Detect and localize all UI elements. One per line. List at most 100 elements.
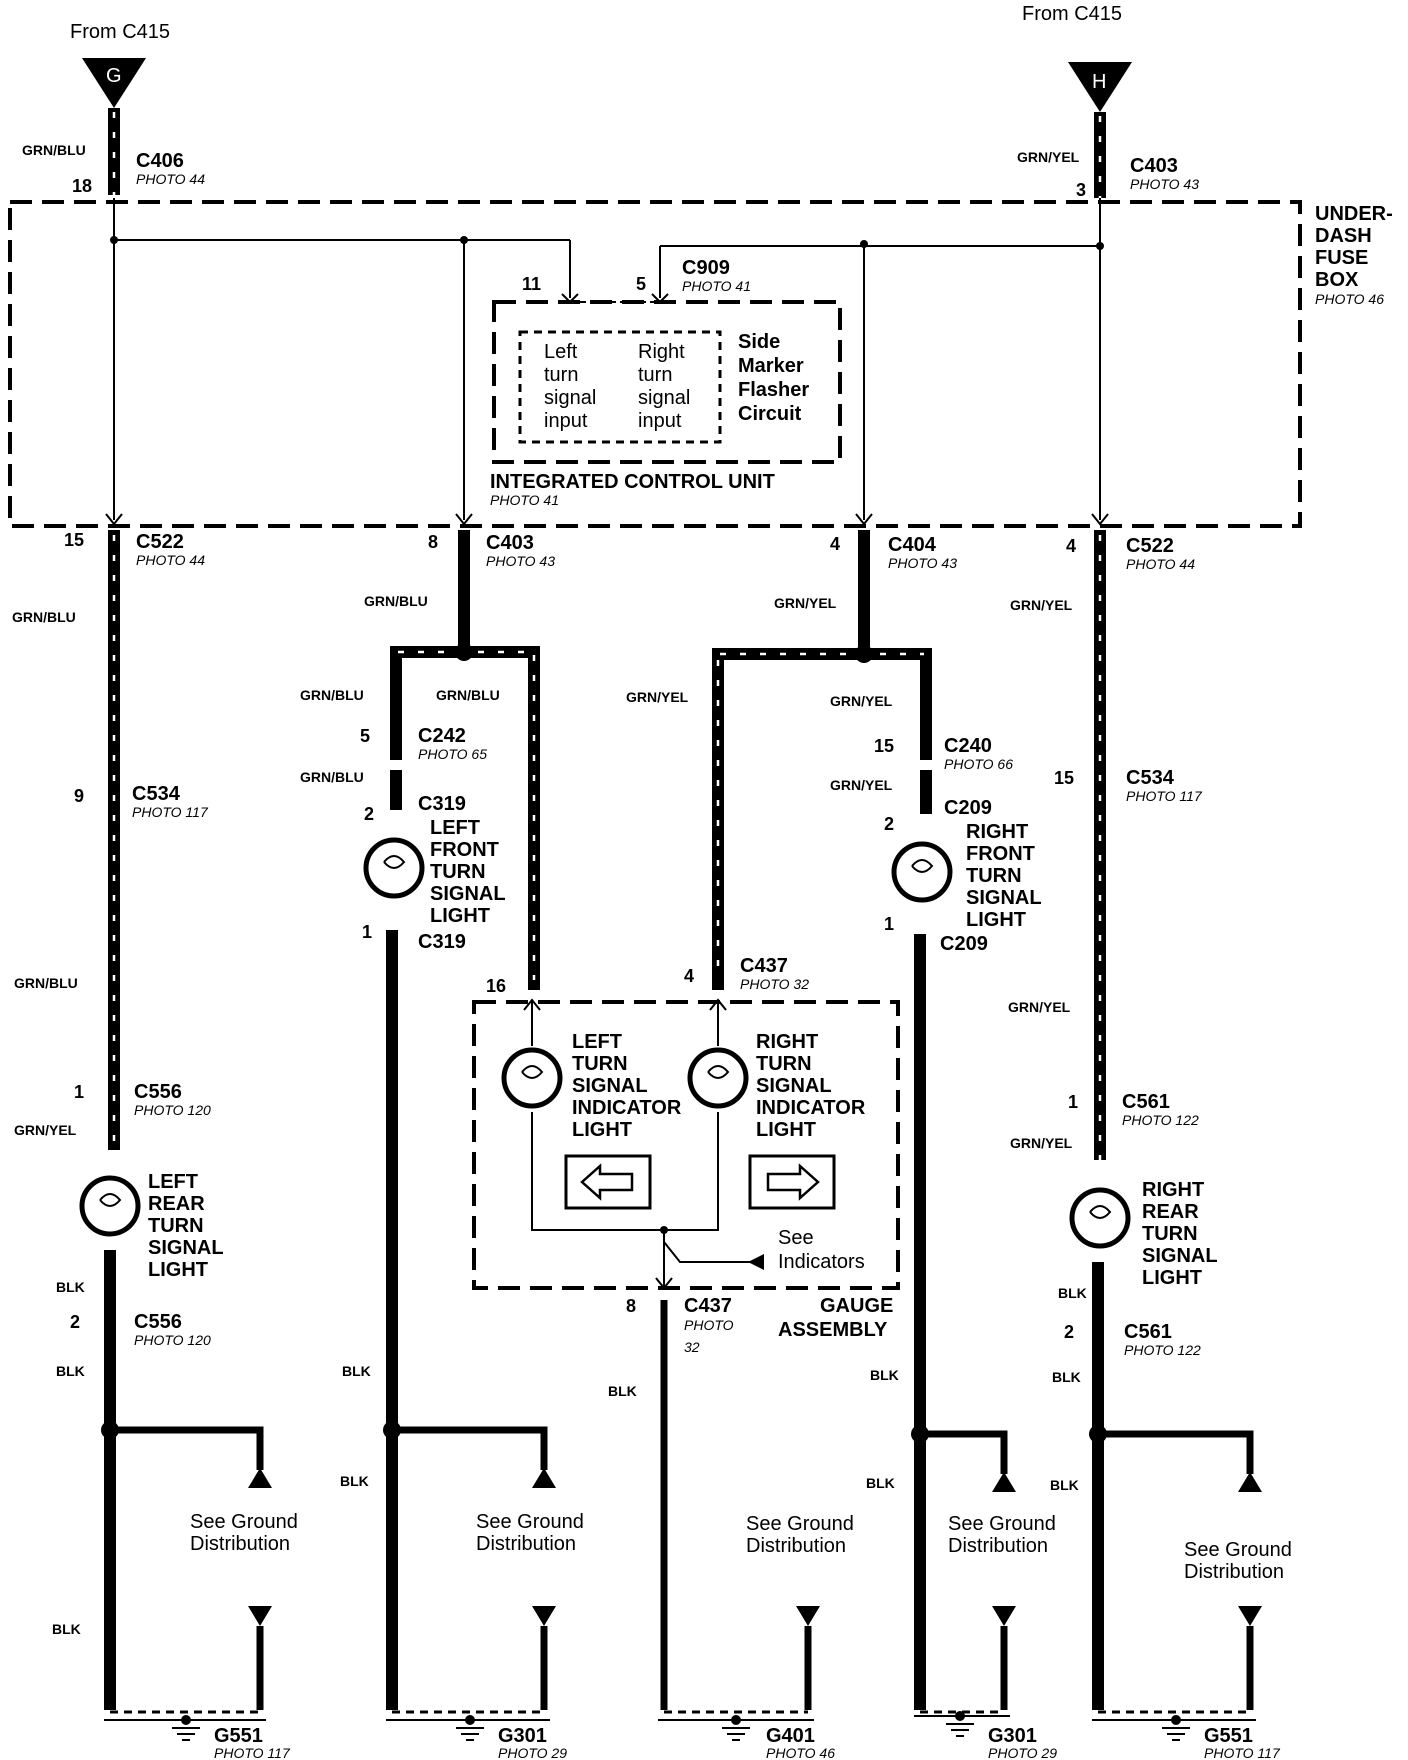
ground-g301-right: G301 (988, 1725, 1037, 1747)
connector-c534-left-photo: PHOTO 117 (132, 804, 209, 820)
circuit-left-front (386, 530, 540, 1710)
source-h-triangle (1068, 62, 1132, 112)
ground-g551-right: G551 (1204, 1725, 1253, 1747)
left-front-lamp-line4: SIGNAL (430, 883, 506, 905)
left-rear-lamp-line4: SIGNAL (148, 1237, 224, 1259)
right-arrow-icon (766, 1163, 820, 1201)
fuse-box-outline (8, 200, 1302, 528)
source-h-letter: H (1092, 71, 1106, 93)
ground-g301-left: G301 (498, 1725, 547, 1747)
pin-c403-top: 3 (1076, 180, 1086, 200)
connector-c242: C242 (418, 725, 466, 747)
left-rear-lamp-line2: REAR (148, 1193, 205, 1215)
left-indicator-line4: INDICATOR (572, 1097, 682, 1119)
connector-c522-right: C522 (1126, 535, 1174, 557)
ground-bottom-connections (104, 1710, 1256, 1721)
right-front-lamp-line5: LIGHT (966, 909, 1026, 931)
right-indicator-line4: INDICATOR (756, 1097, 866, 1119)
connector-c209-top: C209 (944, 797, 992, 819)
icu-left-input-line2: turn (544, 364, 578, 386)
connector-c534-right: C534 (1126, 767, 1175, 789)
wire-label-left-rear-3: GRN/YEL (14, 1122, 77, 1138)
right-front-lamp-line3: TURN (966, 865, 1022, 887)
lamp-filament (1089, 1205, 1112, 1219)
circuit-right-rear (1092, 530, 1106, 1710)
left-front-lamp-line2: FRONT (430, 839, 499, 861)
connector-c909-photo: PHOTO 41 (682, 278, 751, 294)
left-front-lamp-label: LEFT FRONT TURN SIGNAL LIGHT (430, 817, 506, 927)
right-rear-lamp-line2: REAR (1142, 1201, 1199, 1223)
connector-c556-bottom-photo: PHOTO 120 (134, 1332, 211, 1348)
icu-right-input: Right turn signal input (638, 341, 690, 432)
wire-label-left-rear-1: GRN/BLU (12, 609, 76, 625)
gauge-pin-4: 4 (684, 966, 694, 986)
wire-label-blk-4: BLK (342, 1363, 371, 1379)
connector-c561-bottom: C561 (1124, 1321, 1172, 1343)
left-indicator-line1: LEFT (572, 1031, 622, 1053)
right-rear-lamp-line3: TURN (1142, 1223, 1198, 1245)
wire-label-right-front-4: GRN/YEL (830, 777, 893, 793)
connector-c534-right-photo: PHOTO 117 (1126, 788, 1203, 804)
wire-label-left-rear-2: GRN/BLU (14, 975, 78, 991)
connector-c242-photo: PHOTO 65 (418, 746, 487, 762)
connector-c534-left: C534 (132, 783, 181, 805)
gauge-assembly-outline (472, 1000, 900, 1290)
icu-pin-11: 11 (522, 274, 541, 294)
icu-photo: PHOTO 41 (490, 492, 559, 508)
icu-title: INTEGRATED CONTROL UNIT (490, 471, 775, 493)
icu-right-input-line3: signal (638, 387, 690, 409)
see-ground-2-line1: See Ground (476, 1511, 584, 1533)
pin-c209-2: 2 (884, 814, 894, 834)
ground-g401: G401 (766, 1725, 815, 1747)
see-indicators-label: Indicators (778, 1251, 865, 1273)
connector-c403-top: C403 (1130, 155, 1178, 177)
pin-c319-2: 2 (364, 804, 374, 824)
connector-c561-top: C561 (1122, 1091, 1170, 1113)
icu-left-input-line4: input (544, 410, 588, 432)
wire-label-blk-10: BLK (1050, 1477, 1079, 1493)
wire-label-blk-1: BLK (56, 1279, 85, 1295)
ground-branches (101, 1421, 1262, 1710)
connector-c561-top-photo: PHOTO 122 (1122, 1112, 1199, 1128)
source-g-triangle (82, 58, 146, 108)
pin-c209-1: 1 (884, 914, 894, 934)
lamp-filament (99, 1193, 122, 1207)
connector-c406: C406 (136, 150, 184, 172)
connector-c437-bottom-photo1: PHOTO (684, 1317, 734, 1333)
ground-g551-left: G551 (214, 1725, 263, 1747)
pin-c404: 4 (830, 534, 840, 554)
fuse-box-internal-wiring (110, 198, 1104, 520)
source-g: From C415 G (70, 21, 170, 108)
wire-label-right-front-1: GRN/YEL (774, 595, 837, 611)
left-front-lamp-line5: LIGHT (430, 905, 490, 927)
right-indicator-label: RIGHT TURN SIGNAL INDICATOR LIGHT (756, 1031, 866, 1141)
see-indicators-see: See (778, 1227, 814, 1249)
source-g-letter: G (106, 65, 122, 87)
ground-g401-photo: PHOTO 46 (766, 1745, 835, 1760)
icu-right-input-line2: turn (638, 364, 672, 386)
wire-label-right-rear-1: GRN/YEL (1010, 597, 1073, 613)
pin-c403-bottom: 8 (428, 532, 438, 552)
pin-c319-1: 1 (362, 922, 372, 942)
wire-label-right-rear-3: GRN/YEL (1010, 1135, 1073, 1151)
left-indicator-line3: SIGNAL (572, 1075, 648, 1097)
pin-c242: 5 (360, 726, 370, 746)
icu-right-input-line4: input (638, 410, 682, 432)
ground-symbol-5 (1162, 1715, 1190, 1741)
wire-label-left-front-1: GRN/BLU (364, 593, 428, 609)
see-ground-1-line2: Distribution (190, 1533, 290, 1555)
right-indicator-line2: TURN (756, 1053, 812, 1075)
fuse-box-line3: FUSE (1315, 247, 1368, 269)
icu-flasher: Side Marker Flasher Circuit (738, 331, 809, 425)
ground-symbol-4 (946, 1711, 974, 1737)
connector-c404-photo: PHOTO 43 (888, 555, 957, 571)
ground-symbol-3 (722, 1715, 750, 1741)
wire-label-blk-9: BLK (1052, 1369, 1081, 1385)
icu-outline (492, 300, 842, 464)
ground-g301-left-photo: PHOTO 29 (498, 1745, 567, 1760)
pin-c561-1: 1 (1068, 1092, 1078, 1112)
right-indicator-line3: SIGNAL (756, 1075, 832, 1097)
wire-label-left-front-2: GRN/BLU (300, 687, 364, 703)
source-h-label: From C415 (1022, 3, 1122, 25)
